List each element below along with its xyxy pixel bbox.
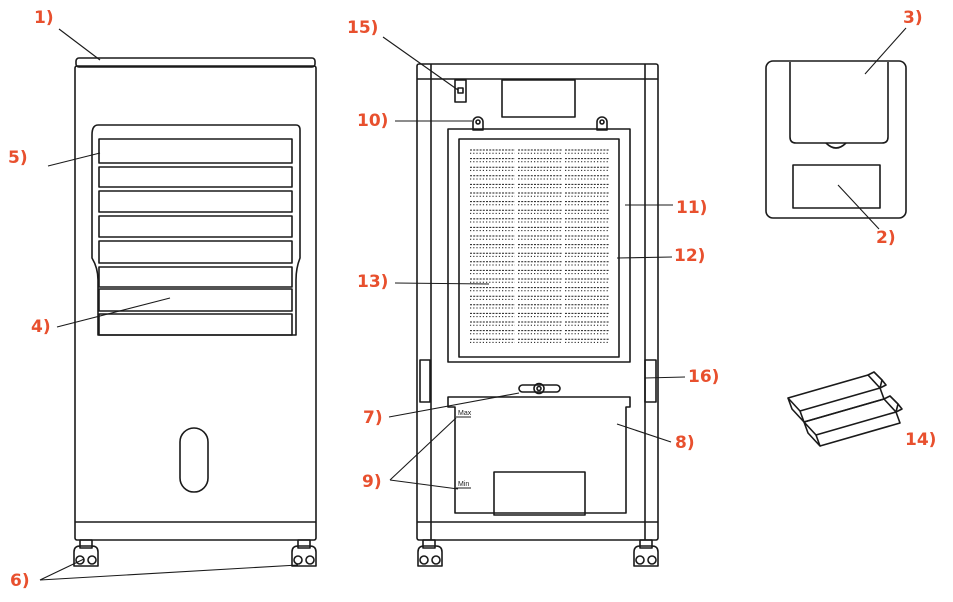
remote-body bbox=[765, 60, 907, 219]
front-louver-frame bbox=[91, 124, 301, 336]
label-12: 12) bbox=[674, 246, 705, 266]
front-louvers bbox=[98, 138, 293, 336]
back-handle-left bbox=[419, 359, 431, 403]
remote-battery-slot bbox=[792, 164, 881, 209]
cooling-pad bbox=[458, 138, 620, 358]
remote-cover bbox=[789, 62, 889, 144]
back-caster-right bbox=[633, 539, 659, 567]
tank-max-label: Max bbox=[458, 410, 472, 417]
label-10: 10) bbox=[357, 111, 388, 131]
back-caster-left bbox=[417, 539, 443, 567]
tank-min-label: Min bbox=[458, 481, 469, 488]
front-body bbox=[74, 65, 317, 541]
label-16: 16) bbox=[688, 367, 719, 387]
label-9: 9) bbox=[362, 472, 382, 492]
label-15: 15) bbox=[347, 18, 378, 38]
label-1: 1) bbox=[34, 8, 54, 28]
label-14: 14) bbox=[905, 430, 936, 450]
tank-window bbox=[493, 471, 586, 516]
label-7: 7) bbox=[363, 408, 383, 428]
back-label-plate bbox=[501, 79, 576, 118]
front-caster-right bbox=[291, 539, 317, 567]
front-water-window bbox=[179, 427, 209, 493]
label-4: 4) bbox=[31, 317, 51, 337]
cooling-pad-grid bbox=[470, 149, 609, 343]
power-switch bbox=[454, 79, 467, 103]
label-13: 13) bbox=[357, 272, 388, 292]
filter-frame bbox=[447, 128, 631, 363]
label-2: 2) bbox=[876, 228, 896, 248]
label-8: 8) bbox=[675, 433, 695, 453]
ice-packs bbox=[787, 371, 903, 447]
label-6: 6) bbox=[10, 571, 30, 591]
water-tank bbox=[447, 396, 631, 514]
ice-pack-2 bbox=[803, 395, 903, 447]
filter-hooks bbox=[472, 116, 608, 131]
label-11: 11) bbox=[676, 198, 707, 218]
back-view bbox=[416, 63, 659, 567]
back-body bbox=[416, 63, 659, 541]
back-handle-right bbox=[644, 359, 657, 403]
front-view bbox=[73, 57, 317, 567]
remote-control bbox=[765, 60, 907, 219]
float-indicator bbox=[518, 384, 561, 393]
label-5: 5) bbox=[8, 148, 28, 168]
front-top-cap bbox=[75, 57, 316, 68]
ice-pack-1 bbox=[787, 371, 887, 423]
front-caster-left bbox=[73, 539, 99, 567]
leader-lines bbox=[39, 27, 907, 581]
label-3: 3) bbox=[903, 8, 923, 28]
